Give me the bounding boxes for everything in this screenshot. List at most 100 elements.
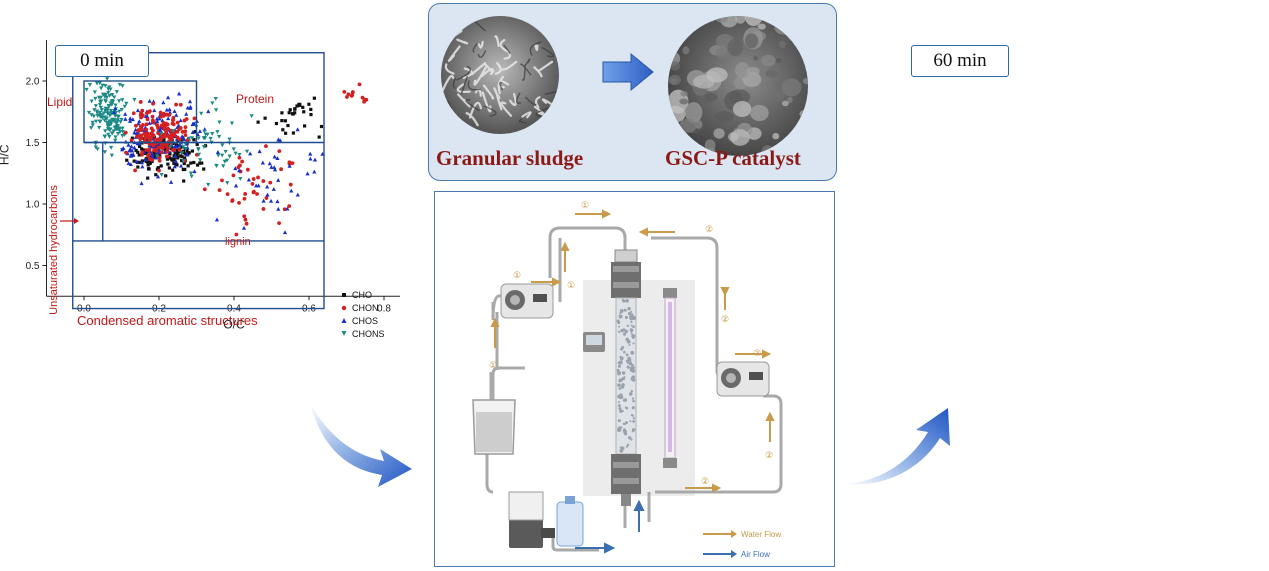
chos-point [134,159,139,164]
chons-point [103,106,108,111]
column-packing-particle [623,428,627,432]
sludge-fiber [448,123,463,134]
chos-point [275,156,280,160]
chos-point [233,166,238,171]
sludge-fiber [447,129,461,134]
chon-point [245,167,250,172]
water-flow-arrowhead [765,411,775,421]
cho-point [142,148,146,152]
chos-point [192,169,197,174]
chon-point [145,111,149,115]
chos-point [187,99,193,104]
cho-point [192,160,196,165]
chos-point [289,188,294,193]
sludge-fiber [534,44,539,52]
cho-point [182,161,186,166]
chons-point [113,103,118,108]
chons-point [223,149,228,154]
column-packing-particle [632,399,635,403]
chon-point [141,123,145,127]
chons-point [237,152,242,157]
chons-point [95,111,100,116]
chos-point [295,192,300,197]
catalyst-particle [713,128,725,139]
chons-point [103,129,108,134]
column-packing-particle [632,325,635,329]
chon-point [236,165,241,170]
region-label-lipid: Lipid [47,95,72,109]
chons-point [119,117,124,122]
catalyst-particle [787,96,793,104]
chos-point [165,95,171,100]
chons-point [249,114,254,119]
peristaltic-pump-2 [716,361,770,397]
chos-point [136,121,141,126]
cho-point [125,158,129,162]
water-flow-arrowhead [602,209,612,219]
chons-point [159,131,164,136]
chons-point [111,129,116,134]
chos-point [268,198,274,203]
chons-point [196,136,201,141]
sludge-fiber [501,60,518,71]
sludge-fiber [538,60,554,72]
chos-point [155,174,161,179]
chons-point [92,108,97,113]
cho-point [295,104,299,108]
chon-point [155,123,159,128]
chos-point [152,108,157,113]
chon-point [288,182,293,187]
column-packing-particle [632,420,636,423]
chons-point [113,135,118,140]
chon-point [150,114,155,119]
chos-point [197,129,203,133]
chon-point [157,158,162,163]
chos-point [127,148,132,153]
catalyst-particle [669,61,681,71]
column-packing-particle [618,387,622,390]
legend-label: CHO [352,290,372,300]
catalyst-particle [728,89,751,105]
chon-point [255,192,259,196]
chon-point [240,159,245,164]
chos-point [174,113,179,117]
catalyst-particle [786,32,796,42]
chos-point [129,144,134,149]
catalyst-particle [750,104,769,122]
chos-point [139,160,144,165]
chons-point [109,145,114,150]
chons-point [186,136,191,141]
column-packing-particle [631,368,636,373]
chon-point [242,196,247,201]
sludge-fiber [446,18,455,36]
sludge-fiber [465,99,480,112]
chos-point [123,111,128,116]
column-packing-particle [627,307,631,311]
column-packing-particle [618,314,623,319]
cho-point [172,154,176,158]
chos-point [144,157,149,162]
chon-point [243,217,248,222]
air-flow-arrows [575,499,645,554]
granular-sludge-caption: Granular sludge [436,146,584,170]
chons-point [106,87,111,92]
chos-point [182,137,187,142]
cho-point [138,144,142,149]
sludge-fiber [446,16,450,24]
chons-point [98,119,103,124]
catalyst-particle [735,16,746,24]
chon-point [155,137,160,142]
cho-point [286,123,290,128]
column-packing-particle [630,310,633,313]
chons-point [229,121,235,126]
cho-point [140,147,144,151]
catalyst-particle [765,69,778,78]
chon-point [144,122,149,127]
chos-point [121,146,126,150]
water-flow-arrowhead [762,349,772,359]
chon-point [342,90,347,94]
sludge-fiber [518,118,527,124]
legend-marker-chons [341,331,347,336]
chos-point [276,178,281,182]
y-tick-label: 1.0 [26,200,40,211]
